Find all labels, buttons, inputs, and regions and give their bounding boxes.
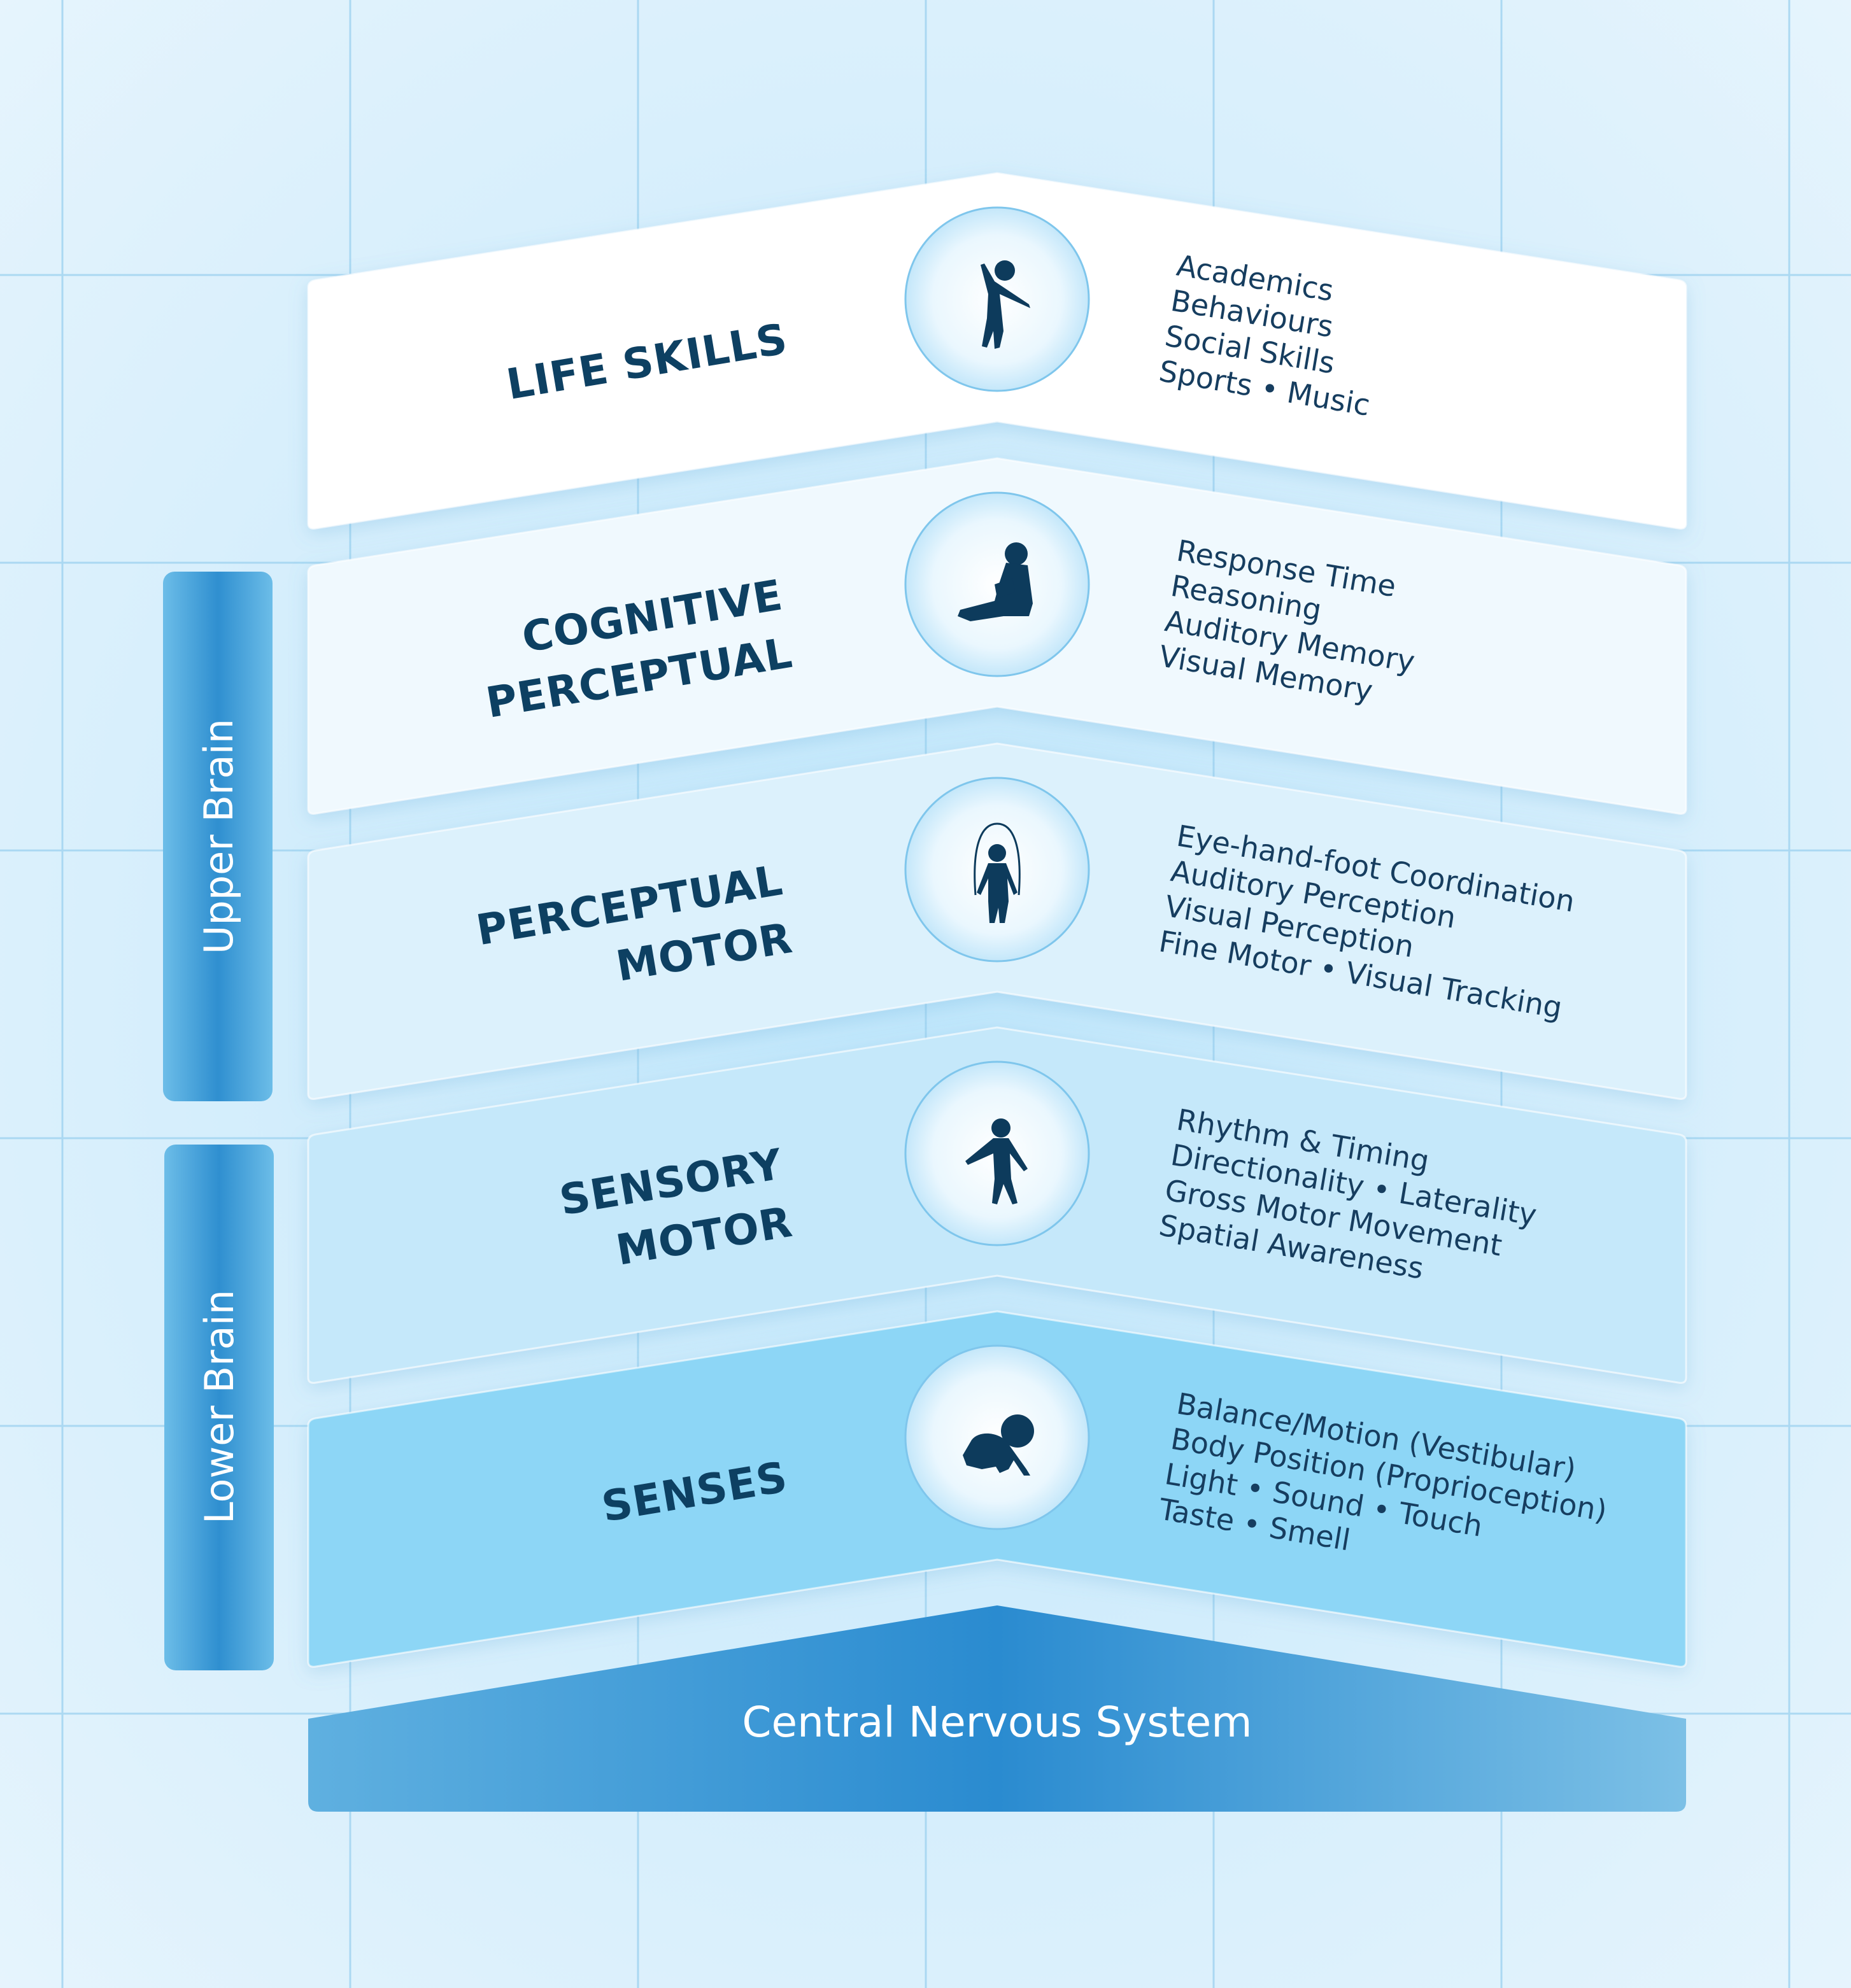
lower-brain-label: Lower Brain xyxy=(196,1290,243,1524)
central-nervous-system-label: Central Nervous System xyxy=(742,1698,1252,1747)
upper-brain-label: Upper Brain xyxy=(195,719,242,954)
lower-brain-bar: Lower Brain xyxy=(164,1145,274,1670)
upper-brain-bar: Upper Brain xyxy=(163,572,273,1101)
level-illustration xyxy=(904,491,1090,677)
child-balancing-icon xyxy=(965,1118,1028,1204)
child-jumping-icon xyxy=(981,260,1030,349)
child-reading-icon xyxy=(958,542,1033,621)
level-illustration xyxy=(904,1061,1090,1246)
level-illustration xyxy=(904,777,1090,962)
child-skipping-rope-icon xyxy=(974,822,1021,923)
level-illustration xyxy=(904,1344,1090,1530)
central-nervous-system-base: Central Nervous System xyxy=(308,1605,1686,1812)
level-illustration xyxy=(904,206,1090,392)
baby-crawling-icon xyxy=(963,1414,1034,1476)
